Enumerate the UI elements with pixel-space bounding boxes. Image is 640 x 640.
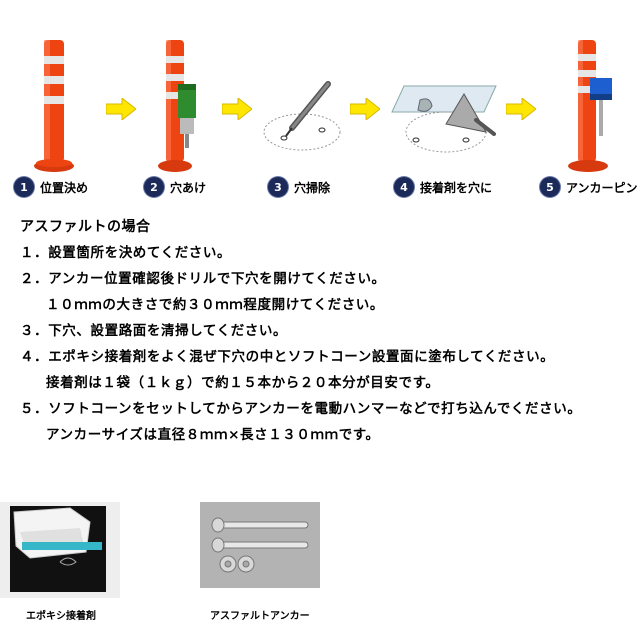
step-5-label: 5 アンカーピン (540, 176, 638, 198)
instruction-list: １．設置箇所を決めてください。 ２．アンカー位置確認後ドリルで下穴を開けてくださ… (20, 240, 630, 448)
step-label-text: 穴掃除 (294, 180, 331, 195)
instruction-line: ２．アンカー位置確認後ドリルで下穴を開けてください。 (20, 271, 386, 287)
instruction-line: アンカーサイズは直径８ｍｍ×長さ１３０ｍｍです。 (46, 427, 380, 443)
instruction-line: ５．ソフトコーンをセットしてからアンカーを電動ハンマーなどで打ち込んでください。 (20, 401, 582, 417)
step-number-badge: 2 (144, 177, 164, 197)
step-number-badge: 3 (268, 177, 288, 197)
instruction-line: 接着剤は１袋（１ｋｇ）で約１５本から２０本分が目安です。 (46, 375, 440, 391)
step-arrow-3 (350, 98, 380, 120)
step-number-badge: 5 (540, 177, 560, 197)
epoxy-adhesive-caption: エポキシ接着剤 (26, 611, 96, 622)
instruction-line: １０ｍｍの大きさで約３０ｍｍ程度開けてください。 (46, 297, 384, 313)
section-title: アスファルトの場合 (20, 219, 151, 235)
step-5-anchor-pin-illustration (568, 40, 612, 172)
epoxy-adhesive-photo (0, 502, 120, 598)
step-arrow-2 (222, 98, 252, 120)
step-2-label: 2 穴あけ (144, 176, 206, 198)
step-label-text: アンカーピン (566, 180, 638, 195)
step-1-label: 1 位置決め (14, 176, 88, 198)
step-4-label: 4 接着剤を穴に (394, 176, 492, 198)
installation-steps: 1 位置決め 2 穴あけ 3 穴掃除 4 接着剤を穴に 5 アンカーピン (0, 0, 640, 205)
step-label-text: 穴あけ (170, 180, 207, 195)
asphalt-anchor-photo (200, 502, 320, 588)
instruction-line: １．設置箇所を決めてください。 (20, 245, 232, 261)
step-3-label: 3 穴掃除 (268, 176, 330, 198)
step-2-drilling-illustration (158, 40, 196, 172)
step-number-badge: 4 (394, 177, 414, 197)
step-label-text: 位置決め (40, 180, 89, 195)
instruction-line: ４．エポキシ接着剤をよく混ぜ下穴の中とソフトコーン設置面に塗布してください。 (20, 349, 555, 365)
step-1-post-illustration (34, 40, 74, 172)
step-number-badge: 1 (14, 177, 34, 197)
step-label-text: 接着剤を穴に (420, 180, 493, 195)
instruction-line: ３．下穴、設置路面を清掃してください。 (20, 323, 288, 339)
step-arrow-4 (506, 98, 536, 120)
step-4-adhesive-illustration (391, 85, 497, 153)
asphalt-anchor-caption: アスファルトアンカー (210, 611, 310, 622)
step-3-hole-cleaning-illustration (263, 81, 341, 151)
step-arrow-1 (106, 98, 136, 120)
